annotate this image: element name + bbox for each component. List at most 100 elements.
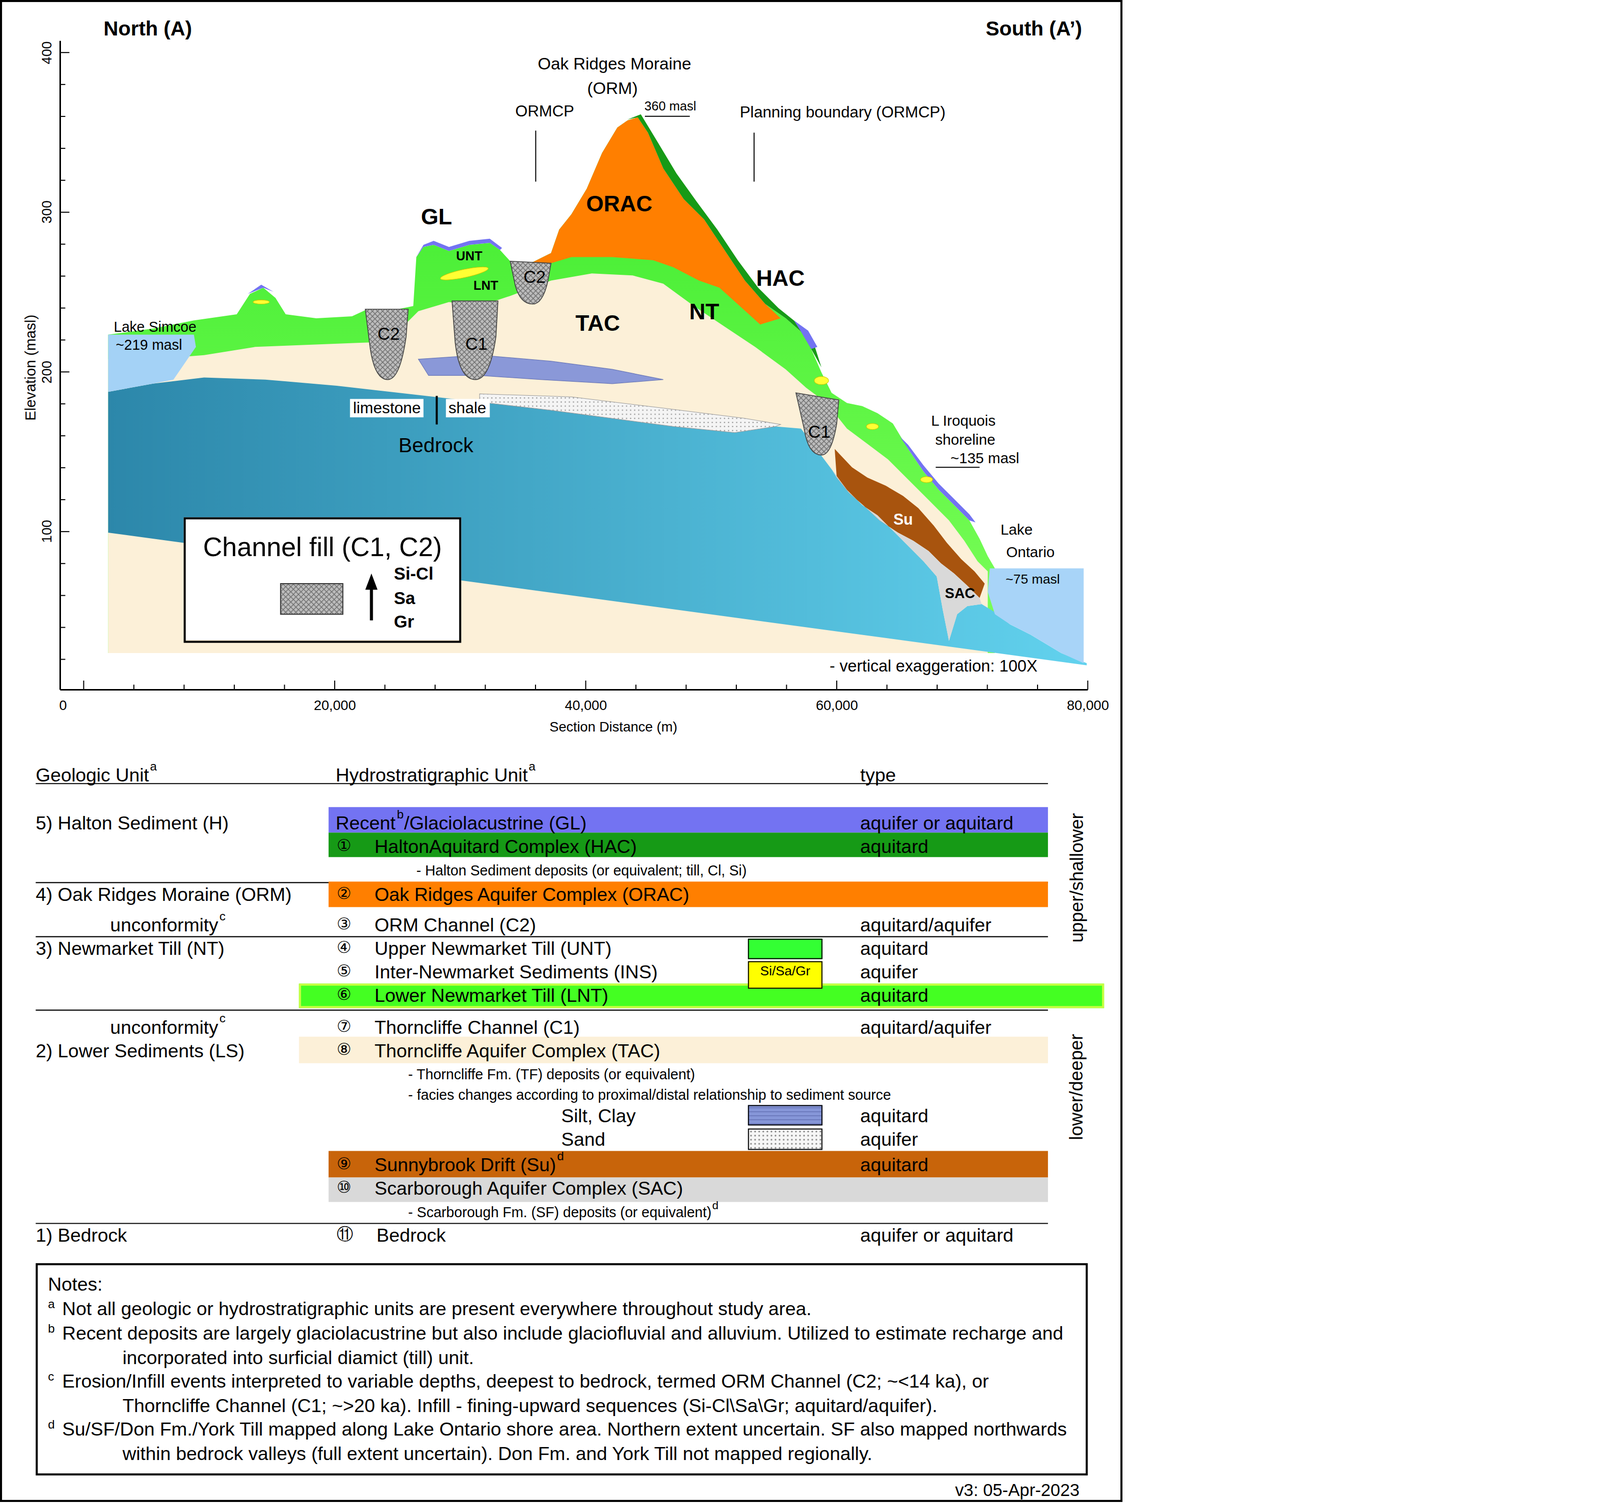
footnote-mark: d — [712, 1197, 719, 1211]
legend-text: Silt, Clay — [561, 1104, 636, 1126]
axis-tick — [786, 684, 788, 690]
axis-tick — [60, 243, 66, 245]
label: Bedrock — [398, 433, 474, 457]
box-text: b — [47, 1322, 55, 1335]
label: 80,000 — [1066, 697, 1109, 714]
label: ~219 masl — [115, 336, 183, 354]
label: ② — [336, 884, 352, 904]
label: aquifer or aquitard — [860, 811, 1014, 833]
box-text: Gr — [393, 611, 415, 632]
label: aquitard — [860, 1104, 929, 1126]
legend-swatch — [747, 938, 823, 960]
label: aquitard — [860, 1153, 929, 1175]
label: Planning boundary (ORMCP) — [739, 102, 946, 121]
label: 40,000 — [564, 697, 607, 714]
label: - Scarborough Fm. (SF) deposits (or equi… — [408, 1203, 712, 1221]
label: aquifer or aquitard — [860, 1223, 1014, 1245]
legend-text: Oak Ridges Aquifer Complex (ORAC) — [374, 882, 690, 905]
label: ③ — [336, 915, 352, 935]
axis-tick — [334, 680, 336, 690]
label: 4) Oak Ridges Moraine (ORM) — [35, 882, 292, 905]
axis-tick — [485, 684, 487, 690]
label: limestone — [350, 398, 425, 417]
axis-tick — [60, 211, 70, 213]
axis-tick — [585, 680, 587, 690]
label: ④ — [336, 938, 352, 958]
axis-tick — [60, 371, 70, 373]
label: aquitard — [860, 834, 929, 857]
axis-tick — [60, 275, 66, 277]
label: aquitard/aquifer — [860, 913, 992, 936]
fining-arrow — [369, 586, 373, 620]
label: Oak Ridges Moraine — [537, 53, 692, 73]
oak-ridges-aquifer — [525, 117, 781, 325]
axis-tick — [60, 403, 66, 405]
axis-tick — [60, 307, 66, 309]
axis-tick — [987, 684, 989, 690]
label: South (A’) — [985, 16, 1082, 41]
axis-tick — [60, 83, 66, 85]
label: - Halton Sediment deposits (or equivalen… — [416, 862, 747, 879]
label: Hydrostratigraphic Unit — [335, 763, 528, 785]
label: 20,000 — [313, 697, 356, 714]
label: Inter-Newmarket Sediments (INS) — [374, 960, 658, 983]
legend-text: Recent — [335, 811, 396, 833]
label: /Glaciolacustrine (GL) — [404, 811, 587, 833]
leader-line — [436, 116, 980, 468]
label: aquitard — [860, 937, 929, 959]
label: UNT — [456, 248, 483, 264]
label: 360 masl — [644, 98, 697, 114]
label: 60,000 — [815, 697, 858, 714]
label: Ontario — [1006, 542, 1055, 560]
fining-arrowhead — [365, 573, 378, 590]
label: ⑪ — [336, 1225, 354, 1245]
axis-tick — [60, 435, 66, 437]
axis-label: Elevation (masl) — [21, 314, 39, 421]
box-text: Si/Sa/Gr — [760, 963, 811, 980]
legend-box-ground — [183, 517, 462, 640]
label: C2 — [377, 324, 400, 345]
axis-tick — [183, 684, 185, 690]
legend-text: Lower Newmarket Till (LNT) — [374, 984, 609, 1006]
box-text: d — [47, 1417, 55, 1431]
axis-tick — [1087, 680, 1089, 690]
footnote-mark: a — [528, 759, 536, 774]
label: ORAC — [586, 190, 653, 217]
footnote-mark: a — [149, 759, 157, 774]
axis-tick — [60, 626, 66, 628]
channel-fill-swatch — [280, 583, 344, 614]
axis-tick — [1037, 684, 1039, 690]
label: North (A) — [103, 16, 192, 41]
axis-tick — [735, 684, 737, 690]
axis-label: 300 — [38, 200, 55, 224]
label: L Iroquois — [931, 411, 996, 429]
legend-text: Thorncliffe Aquifer Complex (TAC) — [374, 1039, 661, 1061]
label: - vertical exaggeration: 100X — [829, 656, 1038, 676]
frame — [0, 0, 1122, 1501]
label: Geologic Unit — [35, 763, 149, 785]
label: aquifer — [860, 960, 919, 983]
box-text: Notes: — [47, 1272, 103, 1294]
label: Thorncliffe Channel (C1) — [374, 1015, 580, 1038]
label: 5) Halton Sediment (H) — [35, 811, 229, 833]
legend-text: Scarborough Aquifer Complex (SAC) — [374, 1176, 684, 1199]
axis-tick — [82, 680, 84, 690]
axis-tick — [384, 684, 386, 690]
footnote-mark: c — [219, 1012, 226, 1027]
label: GL — [421, 203, 453, 230]
axis-tick — [60, 339, 66, 341]
box-text: Sa — [393, 587, 415, 608]
label: Bedrock — [376, 1223, 447, 1245]
axis-tick — [434, 684, 436, 690]
label: - facies changes according to proximal/d… — [408, 1086, 891, 1103]
label: aquifer — [860, 1127, 919, 1149]
axis-tick — [60, 115, 66, 117]
axis-tick — [60, 467, 66, 469]
scarborough-aquifer — [831, 469, 982, 641]
label: ⑥ — [336, 985, 352, 1005]
label: ~75 masl — [1005, 571, 1061, 588]
silt-clay-lens — [418, 355, 664, 384]
label: v3: 05-Apr-2023 — [955, 1480, 1080, 1501]
label: Section Distance (m) — [549, 719, 678, 736]
